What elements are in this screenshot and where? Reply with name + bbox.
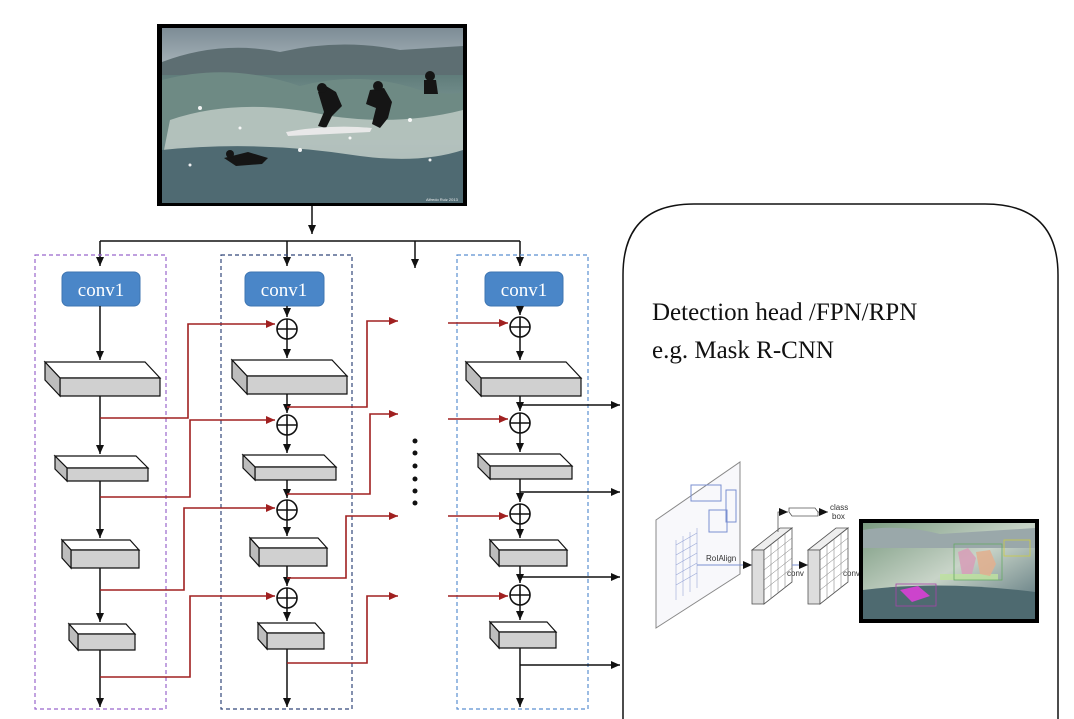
conv-block-a	[750, 527, 794, 605]
conv1-label-2: conv1	[261, 280, 307, 301]
conv1-block-2: conv1	[244, 271, 325, 307]
feature-map-plane	[655, 461, 741, 629]
branch-2-sum-nodes	[276, 318, 298, 609]
branch-2-stages	[230, 358, 349, 651]
output-photo	[859, 519, 1039, 623]
feature-outputs	[520, 401, 620, 669]
conv1-block-1: conv1	[61, 271, 141, 307]
box-label: box	[832, 512, 845, 521]
detection-head-panel	[622, 203, 1059, 719]
branch-1-stages	[43, 360, 162, 652]
branch-2-outline	[220, 254, 353, 710]
branch-3-stages	[464, 360, 583, 650]
mask-rcnn-inset: RoIAlign conv conv class box	[655, 461, 860, 629]
detection-head-subtitle: e.g. Mask R-CNN	[652, 337, 834, 364]
conv-block-b	[806, 527, 850, 605]
conv-a-label: conv	[787, 569, 804, 578]
conv1-block-3: conv1	[484, 271, 564, 307]
branch-1-stage-3-top	[60, 539, 141, 551]
lateral-connections	[100, 317, 508, 678]
branch-1-stage-4-top	[67, 623, 137, 635]
input-photo: Alfredo Ruiz 2013	[157, 24, 467, 206]
ellipsis-dots	[412, 438, 418, 506]
photo-credit: Alfredo Ruiz 2013	[426, 197, 459, 202]
branch-3-sum-nodes	[509, 316, 531, 606]
input-distribution-arrows	[96, 206, 524, 268]
branch-1-stage-1-top	[43, 361, 162, 379]
conv-b-label: conv	[843, 569, 860, 578]
roialign-label: RoIAlign	[706, 554, 736, 563]
branch-3-outline	[456, 254, 589, 710]
conv1-label-1: conv1	[78, 280, 124, 301]
conv1-label-3: conv1	[501, 280, 547, 301]
branch-1-stage-2-top	[53, 455, 150, 469]
branch-1-stage-1-front	[59, 377, 161, 397]
detection-head-title: Detection head /FPN/RPN	[652, 299, 917, 326]
fc-layer	[788, 507, 819, 517]
branch-1-outline	[34, 254, 167, 710]
class-label: class	[830, 503, 848, 512]
